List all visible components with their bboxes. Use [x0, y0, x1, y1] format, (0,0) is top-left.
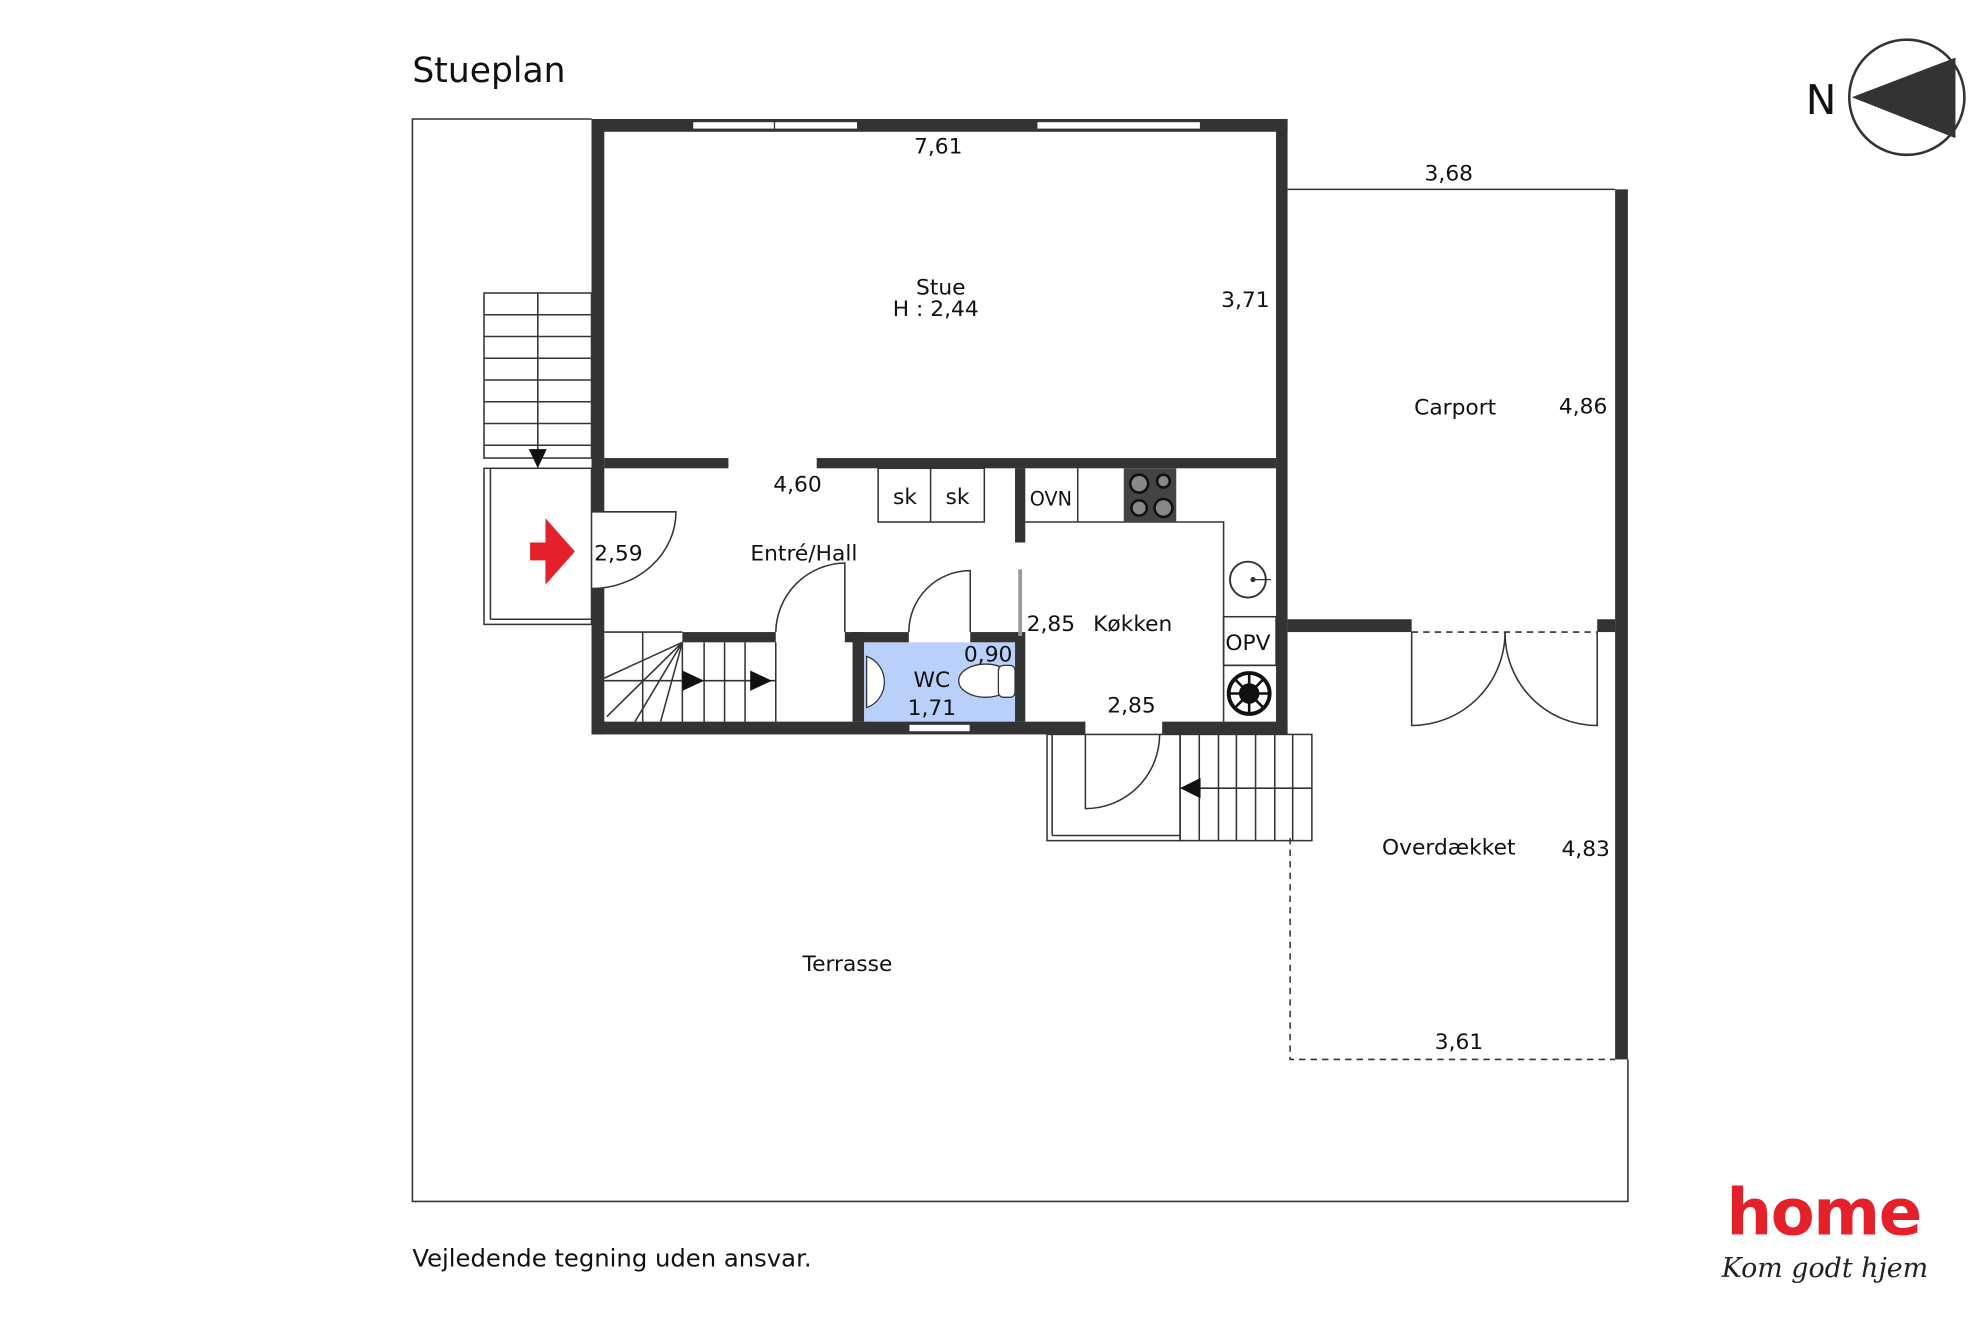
stair-arrow-icon: [682, 670, 705, 691]
stair-arrow-icon: [750, 670, 772, 691]
entre-name: Entré/Hall: [750, 541, 857, 566]
overdaekket-name: Overdækket: [1382, 836, 1515, 861]
stair-arrow-icon: [528, 449, 547, 469]
oven-label: OVN: [1030, 487, 1072, 510]
carport-width: 3,68: [1425, 161, 1473, 186]
wc-width: 0,90: [964, 642, 1012, 667]
stove-icon: [1123, 468, 1177, 523]
room-labels: 7,61 Stue H : 2,44 3,71 4,60 Entré/Hall …: [594, 135, 1610, 1056]
carport-name: Carport: [1414, 396, 1496, 421]
walls: [591, 118, 1628, 1060]
carport-depth: 4,86: [1559, 394, 1607, 419]
compass-north-label: N: [1806, 76, 1837, 124]
kitchen-counter: [1025, 468, 1277, 722]
kokken-name: Køkken: [1093, 612, 1172, 637]
home-logo: home Kom godt hjem: [1721, 1177, 1928, 1284]
kokken-depth: 2,85: [1027, 612, 1075, 637]
dishwasher-label: OPV: [1225, 631, 1270, 656]
outside-stairs-left: [483, 292, 593, 626]
stue-height: H : 2,44: [893, 297, 979, 322]
stue-depth: 3,71: [1221, 288, 1269, 313]
entre-depth: 2,59: [594, 541, 642, 566]
entrance-arrow-icon: [530, 518, 575, 585]
logo-brand: home: [1726, 1177, 1920, 1251]
disclaimer: Vejledende tegning uden ansvar.: [412, 1244, 811, 1273]
terrace-outline: [411, 118, 1629, 1203]
doors: [591, 511, 1598, 810]
plan-title: Stueplan: [412, 51, 565, 91]
overdaekket-width: 3,61: [1435, 1030, 1483, 1055]
terrasse-name: Terrasse: [801, 952, 892, 977]
closet-label: sk: [893, 485, 917, 510]
entre-width: 4,60: [773, 472, 821, 497]
stair-arrow-icon: [1180, 777, 1201, 799]
windows: [691, 120, 1202, 733]
sink-icon: [1229, 560, 1271, 599]
closet-label: sk: [945, 485, 969, 510]
wc-name: WC: [914, 668, 951, 693]
wc-fixtures: [865, 655, 1016, 709]
covered-area-outline: [1289, 838, 1616, 1061]
back-stairs: [1046, 733, 1313, 842]
compass-icon: N: [1806, 38, 1966, 157]
stue-width: 7,61: [914, 135, 962, 160]
logo-slogan: Kom godt hjem: [1721, 1253, 1928, 1284]
stue-name: Stue: [916, 275, 966, 300]
closets: [877, 467, 986, 523]
inside-stairs: [603, 631, 777, 723]
overdaekket-depth: 4,83: [1561, 837, 1609, 862]
kokken-width: 2,85: [1107, 694, 1155, 719]
fan-icon: [1226, 671, 1272, 716]
wc-depth: 1,71: [908, 696, 956, 721]
